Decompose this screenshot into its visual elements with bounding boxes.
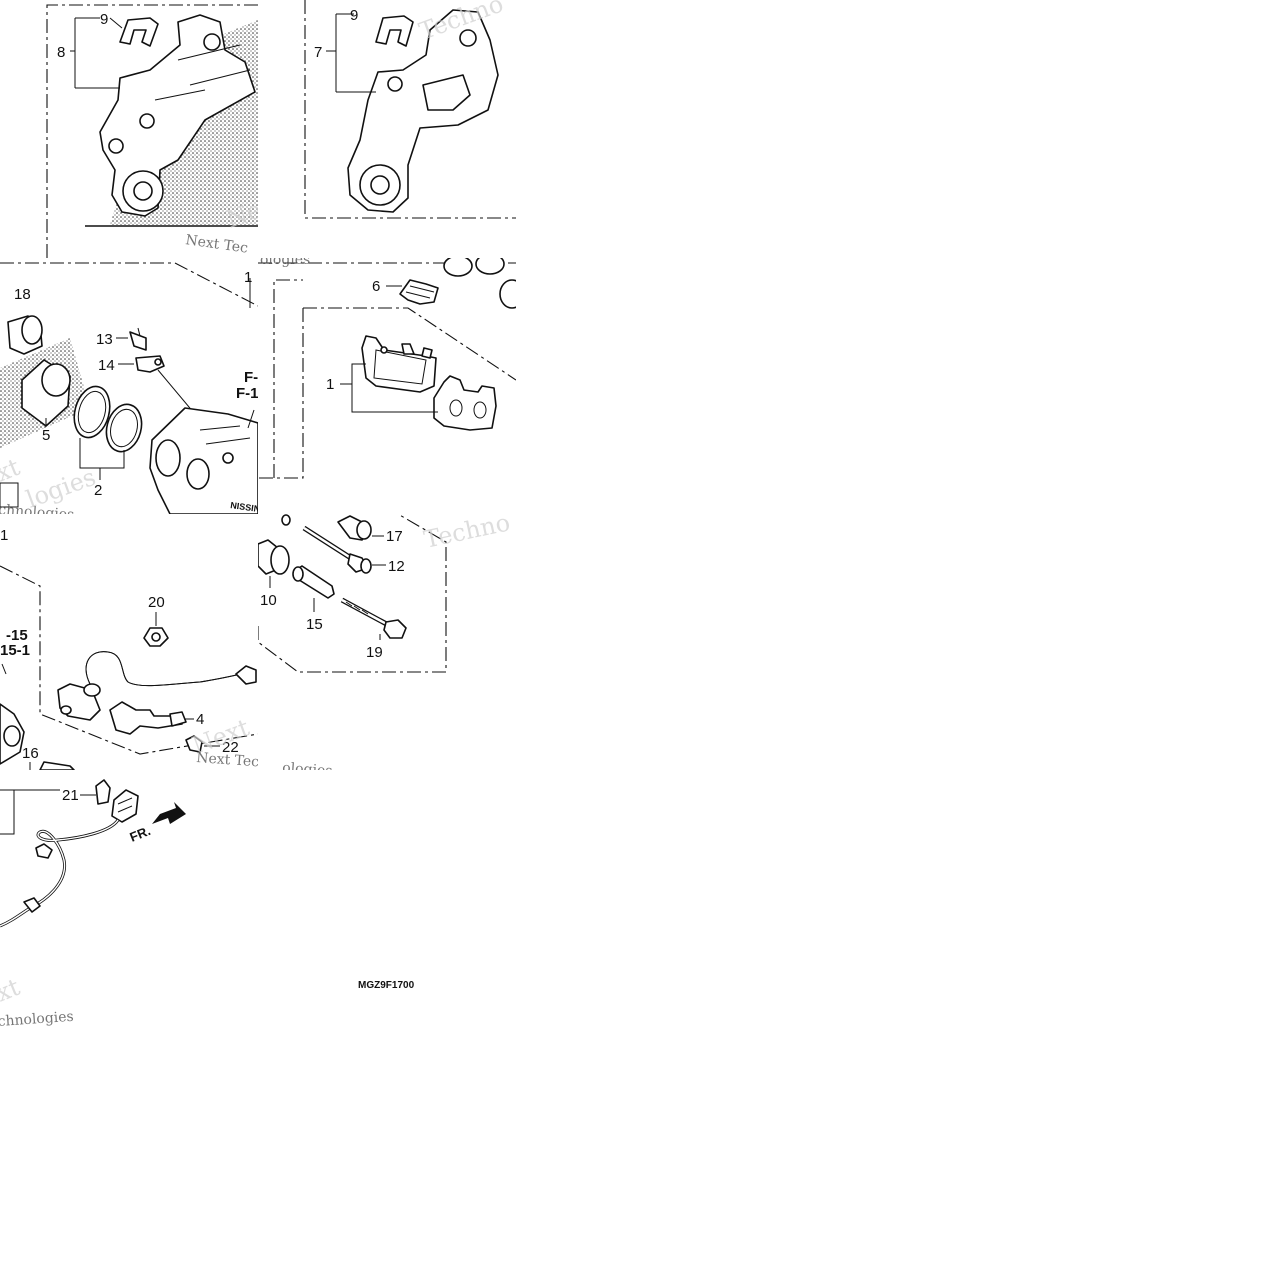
diagram-code: MGZ9F1700: [358, 980, 415, 991]
caliper-bracket-7: [347, 9, 499, 213]
abs-connector: [111, 789, 139, 823]
front-direction-arrow: FR.: [128, 802, 186, 845]
ref-label: F-1: [236, 385, 258, 402]
tile-abs-harness: 21 FR. xt chnologies: [0, 770, 258, 1026]
callout-1: 1: [0, 527, 8, 544]
frame-line: [304, 0, 516, 219]
callout-11: 1: [244, 269, 252, 286]
piston-5: [21, 359, 71, 427]
bolt-19: [340, 597, 407, 639]
bleeder-screw-13: [129, 327, 147, 351]
brake-pad-1a: [361, 335, 437, 393]
callout-1: 1: [326, 376, 334, 393]
caliper-body: NISSIN: [149, 407, 258, 514]
watermark-text: xt: [0, 453, 24, 488]
boot-10: [258, 539, 290, 575]
callout-7: 7: [314, 44, 322, 61]
frame-line: [46, 4, 258, 258]
callout-12: 12: [388, 558, 405, 575]
frame-line: [0, 262, 258, 307]
ref-label: 15-1: [0, 642, 30, 659]
pad-spring-9: [119, 17, 159, 47]
circlip: [281, 514, 291, 526]
pad-spring-6: [399, 279, 439, 305]
watermark-text: ologies: [260, 258, 310, 268]
ref-label: F-: [244, 369, 258, 386]
frame-line: [258, 308, 304, 479]
direction-label: FR.: [128, 823, 153, 845]
frame-line: [258, 514, 447, 673]
callout-19: 19: [366, 644, 383, 661]
frame-line: [273, 279, 303, 478]
callout-17: 17: [386, 528, 403, 545]
caliper-fragment: [443, 258, 516, 309]
callout-6: 6: [372, 278, 380, 295]
sleeve-15: [292, 565, 335, 599]
callout-2: 2: [94, 482, 102, 499]
frame-line: [0, 565, 258, 755]
watermark-text: chnologies: [0, 502, 75, 514]
callout-14: 14: [98, 357, 115, 374]
callout-9: 9: [350, 7, 358, 24]
tile-diagram-code: MGZ9F1700: [258, 770, 516, 1026]
frame-line: [303, 307, 516, 381]
brake-pad-1b: [433, 375, 497, 431]
tile-caliper-body: 1 18 5 2 13: [0, 258, 258, 514]
callout-22: 22: [222, 739, 239, 756]
cable-clamp-20: [143, 627, 169, 647]
watermark-text: xt: [0, 973, 24, 1008]
bleeder-cap-14: [135, 355, 165, 373]
abs-sensor-wire: [85, 651, 257, 687]
ref-label: -15: [6, 627, 28, 644]
watermark-text: Next Tec: [184, 232, 249, 257]
callout-4: 4: [196, 711, 204, 728]
callout-15: 15: [306, 616, 323, 633]
tile-abs-sensor: 1 -15 15-1 20: [0, 514, 258, 770]
callout-10: 10: [260, 592, 277, 609]
tile-caliper-bracket-7: 9 7 Techno: [258, 0, 516, 258]
callout-20: 20: [148, 594, 165, 611]
watermark-text: Next Tec: [196, 750, 258, 770]
callout-16: 16: [22, 745, 39, 762]
seal-rings-2: [73, 385, 143, 453]
dust-boot-18: [7, 315, 43, 355]
plug-17: [337, 515, 372, 541]
callout-13: 13: [96, 331, 113, 348]
clip-21: [95, 779, 111, 805]
callout-5: 5: [42, 427, 50, 444]
callout-18: 18: [14, 286, 31, 303]
pad-spring-9: [375, 15, 414, 47]
tile-caliper-bracket-8: 9 8 Next Tec Next: [0, 0, 258, 258]
callout-21: 21: [62, 787, 79, 804]
tile-brake-pads: ologies 6: [258, 258, 516, 514]
caliper-bracket-8: [99, 14, 256, 217]
pad-pin-12: [302, 525, 372, 574]
bolt-22: [185, 735, 203, 753]
caliper-fragment: [0, 703, 25, 765]
nissin-logo: NISSIN: [230, 500, 258, 514]
abs-sensor-bracket: [57, 683, 187, 735]
watermark-text: chnologies: [0, 1009, 74, 1026]
abs-harness-wire: [0, 819, 120, 928]
tile-pins-bolts: Techno 12 17 3: [258, 514, 516, 770]
watermark-text: Techno: [421, 514, 512, 554]
callout-8: 8: [57, 44, 65, 61]
callout-9: 9: [100, 11, 108, 28]
watermark-text: ologies: [282, 760, 333, 770]
